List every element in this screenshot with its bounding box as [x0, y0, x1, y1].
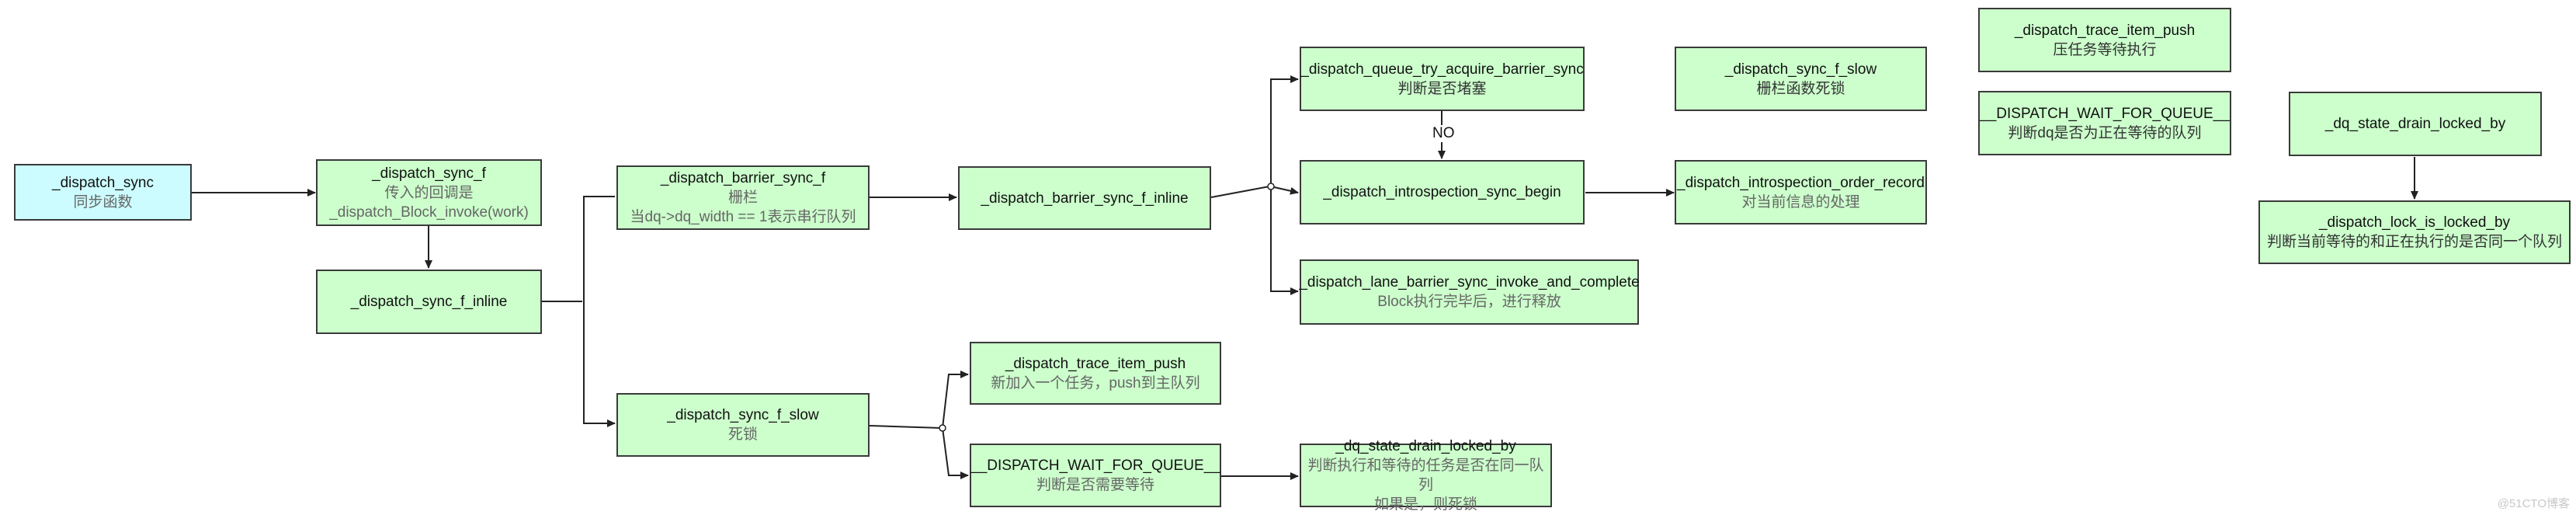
- node-dispatch-queue-try-acquire-barrier-sync: _dispatch_queue_try_acquire_barrier_sync…: [1300, 47, 1585, 111]
- node-dispatch-sync: _dispatch_sync 同步函数: [14, 164, 192, 221]
- node-dispatch-trace-item-push-right: _dispatch_trace_item_push 压任务等待执行: [1978, 8, 2231, 72]
- node-title: _dispatch_trace_item_push: [2014, 22, 2196, 39]
- node-desc: 判断是否堵塞: [1397, 80, 1487, 97]
- node-title: _dq_state_drain_locked_by: [1335, 438, 1516, 454]
- node-title: _dispatch_sync: [52, 174, 154, 191]
- node-dispatch-sync-f-slow-right: _dispatch_sync_f_slow 栅栏函数死锁: [1675, 47, 1927, 111]
- node-desc: 栅栏函数死锁: [1756, 80, 1845, 97]
- node-title: _dispatch_sync_f_slow: [1724, 61, 1877, 78]
- node-title: _dispatch_sync_f: [372, 165, 486, 182]
- node-desc: 判断执行和等待的任务是否在同一队列: [1307, 458, 1544, 493]
- node-desc: 判断是否需要等待: [1036, 477, 1154, 493]
- edge-barrier-inline-fork: [1210, 186, 1270, 198]
- node-dispatch-lock-is-locked-by: _dispatch_lock_is_locked_by 判断当前等待的和正在执行…: [2258, 200, 2571, 264]
- node-dispatch-wait-for-queue-right: __DISPATCH_WAIT_FOR_QUEUE__ 判断dq是否为正在等待的…: [1978, 91, 2231, 155]
- node-dispatch-trace-item-push-mid: _dispatch_trace_item_push 新加入一个任务，push到主…: [970, 342, 1221, 405]
- node-title: _dq_state_drain_locked_by: [2324, 116, 2506, 132]
- node-title: _dispatch_introspection_sync_begin: [1323, 184, 1561, 200]
- node-title: __DISPATCH_WAIT_FOR_QUEUE__: [970, 458, 1220, 474]
- node-desc-2: 如果是，则死锁: [1373, 496, 1477, 513]
- node-dispatch-sync-f-slow: _dispatch_sync_f_slow 死锁: [616, 393, 870, 457]
- node-title: _dispatch_lane_barrier_sync_invoke_and_c…: [1299, 274, 1640, 291]
- node-desc: 死锁: [727, 426, 758, 443]
- node-desc: Block执行完毕后，进行释放: [1377, 294, 1561, 310]
- node-dq-state-drain-locked-by-mid: _dq_state_drain_locked_by 判断执行和等待的任务是否在同…: [1300, 438, 1552, 513]
- node-dispatch-sync-f-inline: _dispatch_sync_f_inline: [316, 270, 542, 334]
- node-desc-2: _dispatch_Block_invoke(work): [329, 204, 529, 221]
- node-desc-2: 当dq->dq_width == 1表示串行队列: [630, 209, 856, 225]
- node-title: _dispatch_sync_f_inline: [350, 294, 508, 310]
- node-desc: 同步函数: [73, 193, 133, 211]
- edge-fork-to-wait-queue: [942, 427, 969, 479]
- edge-label-no: NO: [1429, 125, 1458, 142]
- junction-slow: [939, 424, 946, 432]
- node-desc: 判断当前等待的和正在执行的是否同一个队列: [2266, 234, 2562, 250]
- node-dispatch-barrier-sync-f-inline: _dispatch_barrier_sync_f_inline: [958, 166, 1211, 230]
- node-dispatch-lane-barrier-sync-invoke-and-complete: _dispatch_lane_barrier_sync_invoke_and_c…: [1299, 259, 1640, 325]
- node-dispatch-introspection-sync-begin: _dispatch_introspection_sync_begin: [1300, 160, 1585, 224]
- node-desc: 栅栏: [727, 190, 758, 206]
- node-desc: 压任务等待执行: [2053, 41, 2157, 58]
- node-dispatch-introspection-order-record: _dispatch_introspection_order_record 对当前…: [1675, 160, 1927, 224]
- edge-fork-to-barrier: [583, 196, 615, 301]
- node-title: _dispatch_barrier_sync_f: [660, 170, 826, 186]
- edge-fork-to-trace-push: [942, 371, 969, 429]
- node-dq-state-drain-locked-by-right: _dq_state_drain_locked_by: [2289, 92, 2542, 156]
- node-desc: 新加入一个任务，push到主队列: [991, 374, 1200, 392]
- node-desc: 传入的回调是: [384, 184, 474, 201]
- node-dispatch-wait-for-queue-mid: __DISPATCH_WAIT_FOR_QUEUE__ 判断是否需要等待: [970, 444, 1221, 507]
- junction-barrier-inline: [1267, 183, 1275, 190]
- node-desc: 判断dq是否为正在等待的队列: [2008, 124, 2202, 141]
- node-title: _dispatch_trace_item_push: [1005, 355, 1186, 372]
- node-title: _dispatch_lock_is_locked_by: [2318, 214, 2511, 231]
- node-dispatch-sync-f: _dispatch_sync_f 传入的回调是 _dispatch_Block_…: [316, 159, 542, 226]
- watermark: @51CTO博客: [2497, 497, 2570, 510]
- edge-slow-fork: [869, 425, 942, 429]
- node-desc: 对当前信息的处理: [1741, 193, 1860, 211]
- node-title: _dispatch_barrier_sync_f_inline: [981, 190, 1189, 207]
- edge-fork-to-introspection: [1270, 186, 1299, 195]
- edge-fork-to-try-acquire: [1270, 75, 1299, 186]
- node-title: _dispatch_queue_try_acquire_barrier_sync: [1300, 61, 1584, 78]
- node-title: __DISPATCH_WAIT_FOR_QUEUE__: [1980, 105, 2230, 122]
- node-dispatch-barrier-sync-f: _dispatch_barrier_sync_f 栅栏 当dq->dq_widt…: [616, 165, 870, 230]
- node-title: _dispatch_introspection_order_record: [1677, 174, 1925, 191]
- edge-fork-to-lane-barrier: [1270, 186, 1299, 295]
- edge-fork-to-slow: [583, 301, 616, 427]
- node-title: _dispatch_sync_f_slow: [667, 407, 819, 423]
